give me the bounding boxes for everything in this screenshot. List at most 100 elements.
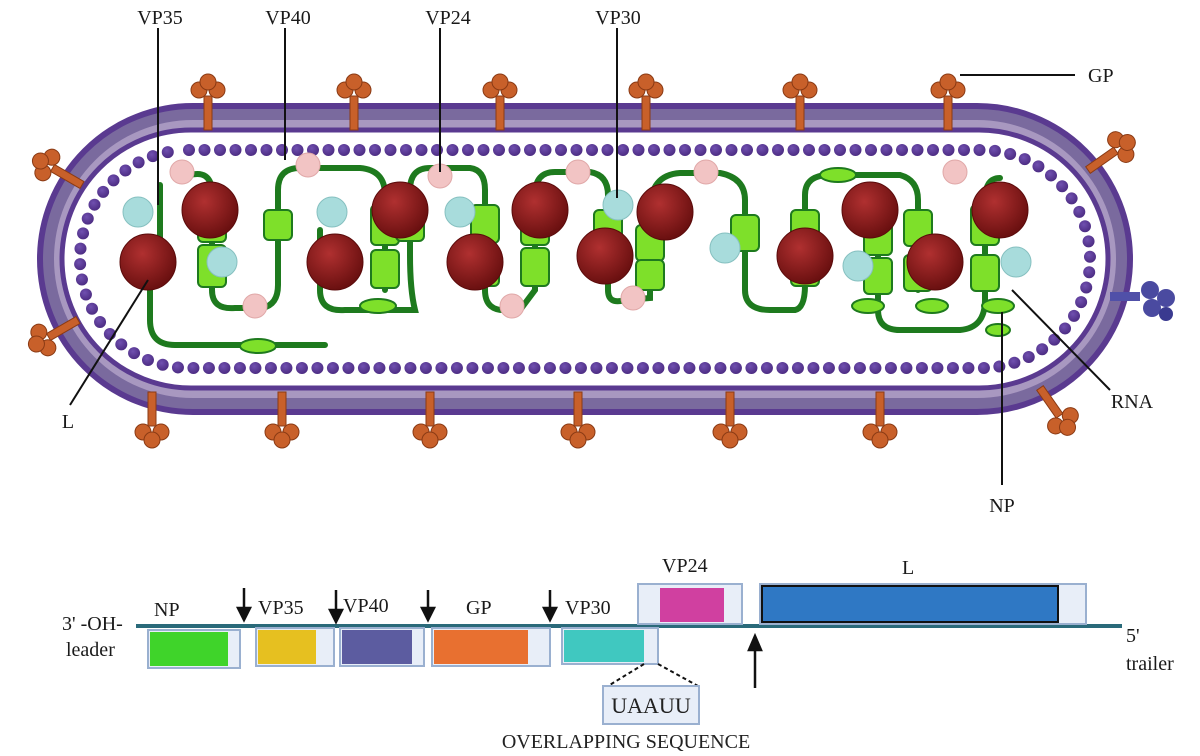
matrix-dot [187,362,200,374]
matrix-dot [539,144,552,156]
matrix-dot [1018,153,1031,166]
matrix-dot [435,362,448,374]
matrix-dot [803,144,815,156]
matrix-dot [988,144,1001,157]
matrix-dot [477,144,490,156]
matrix-dot [280,362,293,374]
matrix-dot [1044,169,1057,182]
l-protein [776,227,834,285]
vp24-protein [169,159,195,185]
np-segment [819,167,857,183]
genome-right-end-line2: trailer [1126,653,1174,675]
matrix-dot [559,362,572,374]
matrix-dot [528,362,541,374]
matrix-dot [183,144,195,156]
matrix-dot [652,362,665,374]
np-segment [239,338,277,354]
glycoprotein-variant-spike [1110,281,1175,321]
matrix-dot [942,144,955,156]
intergenic-arrows [235,588,559,625]
gene-l-coding [761,585,1059,623]
matrix-protein-layer [74,144,1096,374]
matrix-dot [683,362,696,374]
matrix-dot [605,362,618,374]
matrix-dot [369,144,381,156]
matrix-dot [865,144,877,156]
matrix-dot [745,362,758,374]
matrix-dot [590,362,603,374]
matrix-dot [77,227,90,240]
matrix-dot [1065,192,1078,205]
gp-spike-bottom [134,391,170,449]
matrix-dot [993,360,1006,373]
matrix-dot [1048,333,1061,346]
gene-label-gp: GP [466,597,492,619]
matrix-dot [326,362,339,374]
matrix-dot [1078,220,1091,233]
matrix-dot [400,144,412,156]
matrix-dot [404,362,417,374]
matrix-dot [132,156,145,169]
np-segment [985,323,1011,337]
matrix-dot [667,362,680,374]
l-protein [971,181,1029,239]
matrix-dot [446,144,459,156]
matrix-dot [97,185,110,198]
vp24-protein [693,159,719,185]
vp24-protein [295,152,321,178]
matrix-dot [946,362,959,374]
matrix-dot [648,144,660,156]
matrix-dot [834,144,846,156]
matrix-dot [141,353,154,366]
matrix-dot [915,362,928,374]
matrix-dot [570,144,583,156]
matrix-dot [1004,147,1017,160]
matrix-dot [679,144,691,156]
matrix-dot [481,362,494,374]
matrix-dot [1080,281,1093,294]
label-vp40: VP40 [265,7,311,29]
matrix-dot [617,144,629,156]
gene-label-vp24: VP24 [662,555,708,577]
gp-spike-left-upper [31,148,85,190]
matrix-dot [729,362,742,374]
matrix-dot [756,144,769,156]
label-np: NP [989,495,1015,517]
matrix-dot [107,174,120,187]
matrix-dot [776,362,789,374]
matrix-dot [822,362,835,374]
matrix-dot [94,315,107,328]
gene-label-vp40: VP40 [343,595,389,617]
matrix-dot [508,144,521,156]
matrix-dot [342,362,355,374]
matrix-dot [787,144,800,156]
vp35-protein [122,196,154,228]
gene-vp35-coding [258,630,316,664]
matrix-dot [791,362,804,374]
genome-map: NP VP35 VP40 GP VP30 VP24 L 3' -OH- lead… [62,555,1174,753]
matrix-dot [249,362,262,374]
matrix-dot [586,144,598,156]
genome-right-end-line1: 5' [1126,625,1140,647]
matrix-dot [218,362,231,374]
matrix-dot [260,144,273,156]
matrix-dot [1036,343,1049,356]
gp-spike-bottom [264,391,300,449]
matrix-dot [202,362,215,374]
matrix-dot [353,144,366,156]
matrix-dot [543,362,556,374]
label-l: L [62,411,74,433]
matrix-dot [973,144,986,156]
l-protein [181,181,239,239]
matrix-dot [74,258,87,271]
matrix-dot [86,302,99,315]
matrix-dot [884,362,897,374]
up-arrow [747,632,763,688]
matrix-dot [663,144,676,156]
matrix-dot [849,144,862,156]
matrix-dot [900,362,913,374]
label-vp24: VP24 [425,7,471,29]
overlap-sequence-box [602,685,700,725]
